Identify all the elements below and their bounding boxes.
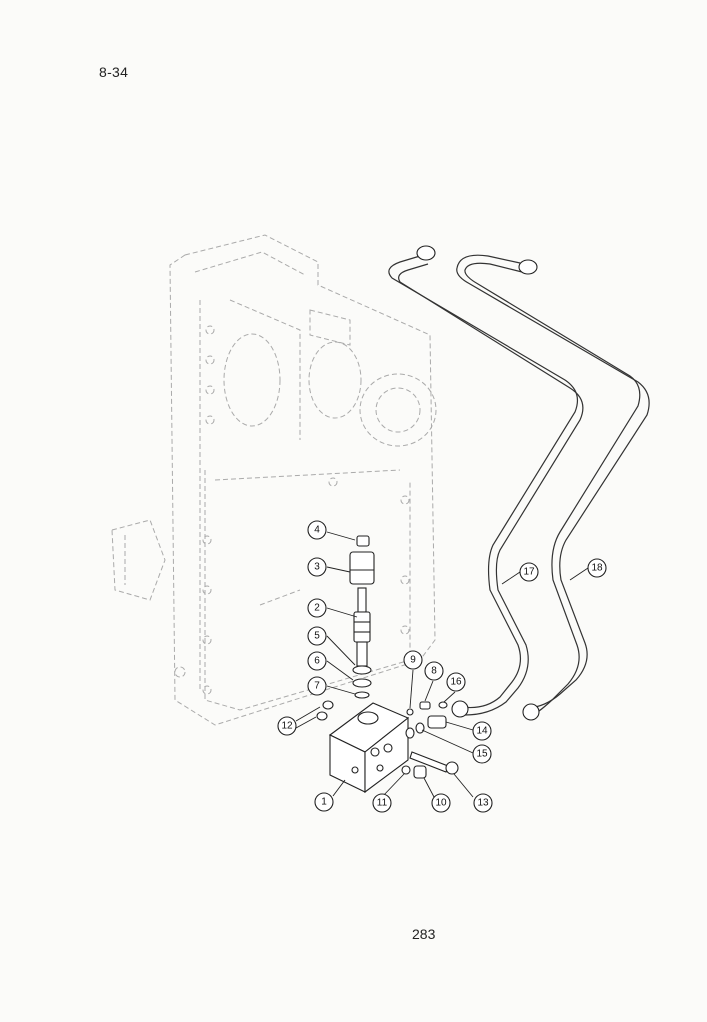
svg-text:13: 13 — [477, 798, 489, 809]
callout-15: 15 — [472, 744, 492, 764]
pipe-18 — [456, 254, 650, 717]
svg-text:12: 12 — [281, 721, 293, 732]
pipe-fittings — [416, 245, 540, 721]
leader-lines — [295, 531, 589, 798]
svg-text:9: 9 — [410, 655, 416, 666]
callout-14: 14 — [472, 721, 492, 741]
callout-16: 16 — [446, 672, 466, 692]
svg-text:2: 2 — [314, 603, 320, 614]
svg-text:3: 3 — [314, 562, 320, 573]
callout-17: 17 — [519, 562, 539, 582]
callout-5: 5 — [307, 626, 327, 646]
svg-text:18: 18 — [591, 563, 603, 574]
valve-block — [328, 702, 410, 794]
svg-text:17: 17 — [523, 567, 535, 578]
callout-13: 13 — [473, 793, 493, 813]
callout-6: 6 — [307, 651, 327, 671]
svg-text:10: 10 — [435, 798, 447, 809]
callout-2: 2 — [307, 598, 327, 618]
callout-12: 12 — [277, 716, 297, 736]
callout-11: 11 — [372, 793, 392, 813]
page-id: 8-34 — [99, 64, 129, 80]
pipe-17 — [388, 255, 584, 716]
callout-1: 1 — [314, 792, 334, 812]
valve-spool-stack — [349, 535, 375, 699]
svg-text:8: 8 — [431, 666, 437, 677]
callout-3: 3 — [307, 557, 327, 577]
callout-8: 8 — [424, 661, 444, 681]
callout-9: 9 — [403, 650, 423, 670]
transmission-housing — [111, 234, 437, 726]
small-seals-and-fittings — [316, 700, 459, 779]
svg-text:7: 7 — [314, 681, 320, 692]
callout-7: 7 — [307, 676, 327, 696]
callout-18: 18 — [587, 558, 607, 578]
svg-text:6: 6 — [314, 656, 320, 667]
page-number: 283 — [412, 926, 436, 942]
svg-text:4: 4 — [314, 525, 320, 536]
svg-text:1: 1 — [321, 797, 327, 808]
svg-text:5: 5 — [314, 631, 320, 642]
callout-10: 10 — [431, 793, 451, 813]
svg-text:15: 15 — [476, 749, 488, 760]
svg-text:11: 11 — [377, 798, 388, 809]
callout-4: 4 — [307, 520, 327, 540]
svg-text:14: 14 — [476, 726, 488, 737]
svg-text:16: 16 — [450, 677, 462, 688]
